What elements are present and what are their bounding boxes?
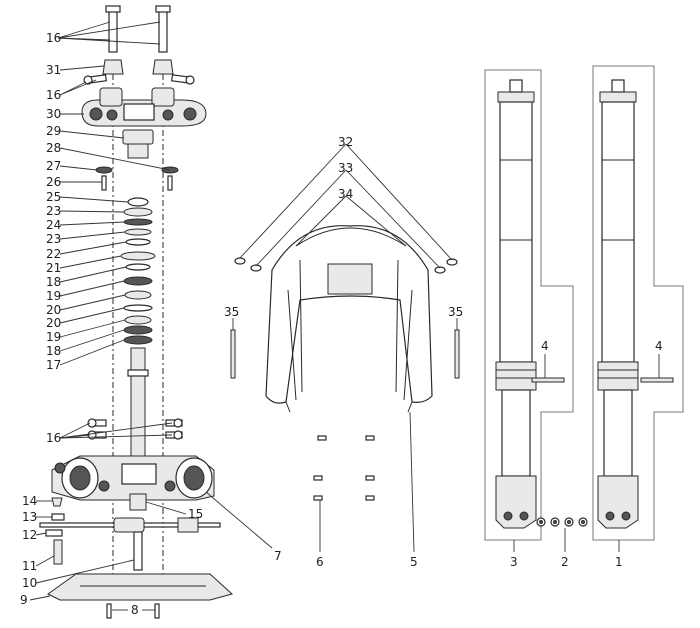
damper-parts (39, 497, 221, 537)
guard-strip-right (640, 377, 674, 383)
callout-14: 14 (22, 494, 37, 508)
callout-34: 34 (338, 187, 353, 201)
callout-33: 33 (338, 161, 353, 175)
callout-16: 16 (46, 431, 61, 445)
callout-31: 31 (46, 63, 61, 77)
stem-nuts (102, 59, 174, 75)
callout-17: 17 (46, 358, 61, 372)
callout-13: 13 (22, 510, 37, 524)
callout-30: 30 (46, 107, 61, 121)
callout-23: 23 (46, 204, 61, 218)
steering-stem (127, 347, 149, 461)
callout-25: 25 (46, 190, 61, 204)
skid-plate (47, 573, 234, 601)
callout-18: 18 (46, 275, 61, 289)
callout-26: 26 (46, 175, 61, 189)
fork-leg-left (484, 69, 574, 541)
callout-20: 20 (46, 316, 61, 330)
callout-8: 8 (131, 603, 139, 617)
callout-32: 32 (338, 135, 353, 149)
callout-11: 11 (22, 559, 37, 573)
callout-2: 2 (561, 555, 569, 569)
callout-20: 20 (46, 303, 61, 317)
clamp-bolts-upper (83, 74, 195, 85)
callout-9: 9 (20, 593, 28, 607)
bearing-stack (120, 197, 156, 345)
callout-labels: 16 31 16 30 29 28 27 26 25 23 24 23 22 2… (20, 31, 663, 617)
callout-10: 10 (22, 576, 37, 590)
steering-assembly (39, 5, 234, 619)
guard-strip-left (531, 377, 565, 383)
callout-35: 35 (448, 305, 463, 319)
callout-24: 24 (46, 218, 61, 232)
callout-4: 4 (541, 339, 549, 353)
callout-35: 35 (224, 305, 239, 319)
callout-1: 1 (615, 555, 623, 569)
washers (536, 517, 588, 527)
callout-7: 7 (274, 549, 282, 563)
callout-18: 18 (46, 344, 61, 358)
lower-triple-clamp (51, 455, 215, 501)
callout-16: 16 (46, 88, 61, 102)
callout-12: 12 (22, 528, 37, 542)
callout-29: 29 (46, 124, 61, 138)
callout-5: 5 (410, 555, 418, 569)
front-fender (230, 225, 460, 501)
callout-4: 4 (655, 339, 663, 353)
callout-15: 15 (188, 507, 203, 521)
callout-19: 19 (46, 330, 61, 344)
fork-leg-right (592, 65, 684, 541)
upper-triple-clamp (81, 87, 207, 127)
callout-3: 3 (510, 555, 518, 569)
stem-bushing (122, 129, 154, 159)
callout-16: 16 (46, 31, 61, 45)
callout-27: 27 (46, 159, 61, 173)
callout-21: 21 (46, 261, 61, 275)
callout-28: 28 (46, 141, 61, 155)
callout-6: 6 (316, 555, 324, 569)
leader-lines (29, 21, 660, 611)
callout-22: 22 (46, 247, 61, 261)
callout-19: 19 (46, 289, 61, 303)
callout-23: 23 (46, 232, 61, 246)
